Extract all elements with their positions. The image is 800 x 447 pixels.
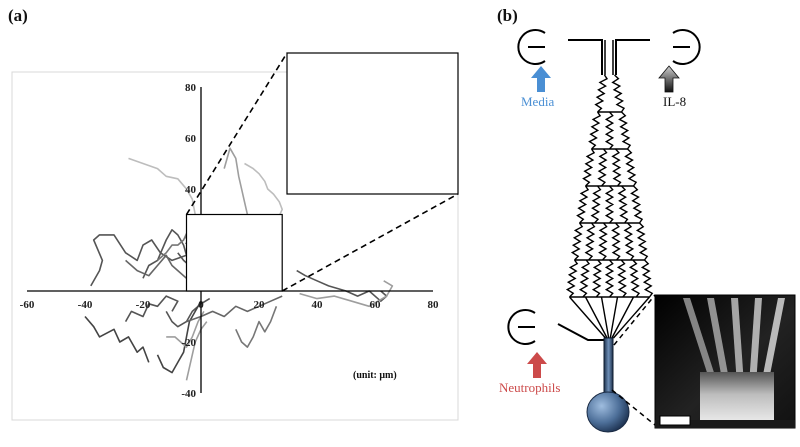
x-tick-label: 60 xyxy=(370,299,382,311)
y-tick-label: 40 xyxy=(185,184,197,196)
neutrophils-port-icon xyxy=(507,309,536,345)
media-label: Media xyxy=(521,94,554,109)
panel-b-label: (b) xyxy=(497,6,518,25)
migration-channel xyxy=(603,337,614,395)
trajectory-9 xyxy=(156,300,202,374)
scale-bar xyxy=(659,415,691,426)
gradient-generator-network xyxy=(565,74,654,339)
il8-label: IL-8 xyxy=(663,94,686,109)
trajectory-7 xyxy=(125,254,188,279)
il8-channel xyxy=(615,39,650,75)
x-tick-label: 0 xyxy=(198,299,204,311)
cell-chamber xyxy=(586,391,630,433)
media-arrow-icon xyxy=(531,66,551,92)
x-tick-label: -20 xyxy=(136,299,151,311)
trajectory-15 xyxy=(185,321,208,381)
x-tick-label: 40 xyxy=(312,299,324,311)
x-tick-label: -40 xyxy=(78,299,93,311)
trajectory-11 xyxy=(186,295,283,323)
trajectory-14 xyxy=(84,315,150,363)
trajectory-1 xyxy=(128,157,199,236)
chart-frame xyxy=(11,71,459,421)
trajectory-4 xyxy=(90,234,193,287)
neutrophils-label: Neutrophils xyxy=(499,380,560,395)
il8-port-icon xyxy=(672,29,701,65)
microfluidic-device: Media IL-8 Neutrophils xyxy=(499,29,796,433)
neutrophils-channel xyxy=(557,323,604,341)
y-tick-label: -20 xyxy=(181,337,196,349)
micrograph-image xyxy=(654,294,796,429)
zoom-region xyxy=(185,213,283,292)
y-tick-label: -40 xyxy=(181,388,196,400)
y-tick-label: 80 xyxy=(185,82,197,94)
neutrophils-arrow-icon xyxy=(527,352,547,378)
x-tick-label: 20 xyxy=(254,299,266,311)
media-port-icon xyxy=(517,29,546,65)
x-tick-label: -60 xyxy=(20,299,35,311)
trajectory-17 xyxy=(235,306,278,348)
trajectory-13 xyxy=(299,280,394,308)
media-channel xyxy=(568,39,603,75)
panel-a-label: (a) xyxy=(8,6,28,25)
trajectory-10 xyxy=(166,311,205,348)
x-tick-label: 80 xyxy=(428,299,440,311)
unit-note: (unit: μm) xyxy=(353,370,397,381)
zoom-inset xyxy=(286,52,459,195)
y-tick-label: 60 xyxy=(185,133,197,145)
il8-arrow-icon xyxy=(658,65,680,93)
trajectory-18 xyxy=(124,295,179,322)
